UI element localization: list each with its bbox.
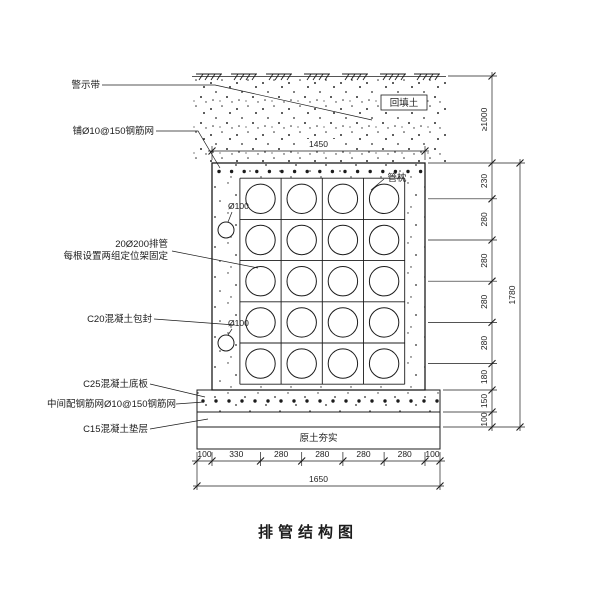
dia100-pipe-lower: [217, 334, 235, 352]
c15-cushion-layer: [196, 411, 441, 428]
dim-right-seg: 280: [479, 336, 489, 350]
dim-right-seg: 280: [479, 253, 489, 267]
dim-text-mask: [297, 139, 340, 150]
encasement-leader: [153, 318, 236, 326]
dim-bottom-seg: 330: [229, 449, 243, 459]
dim-bottom-seg: 280: [274, 449, 288, 459]
label-backfill: 回填土: [390, 97, 419, 109]
dimension-ticks: [193, 72, 524, 490]
label-warning-tape: 警示带: [71, 79, 100, 91]
duct-pipes-leader: [171, 250, 259, 269]
label-duct-pipes: 20Ø200排管: [115, 238, 168, 250]
dim-right-seg: 280: [479, 212, 489, 226]
dia100-lower-leader: [227, 328, 233, 336]
slab-rebar-mesh-dots: [201, 399, 439, 403]
label-positioning-frames: 每根设置两组定位架固定: [63, 250, 168, 262]
backfill-label-box: [380, 94, 428, 111]
dia100-upper-leader: [227, 211, 233, 223]
dim-right-seg: 100: [479, 412, 489, 426]
pipe-positioning-grid: [239, 177, 406, 385]
duct-pipe-circles: [245, 183, 400, 379]
base-slab-leader: [149, 383, 206, 398]
dia100-pipe-upper: [217, 221, 235, 239]
dim-right-seg: 180: [479, 370, 489, 384]
dim-cover-depth: ≥1000: [479, 107, 489, 131]
warning-tape-leader: [102, 84, 373, 121]
label-mid-mesh: 中间配钢筋网Ø10@150钢筋网: [47, 398, 176, 410]
label-dia100-lower: Ø100: [228, 318, 249, 328]
label-pipe-pillow: 管枕: [387, 172, 407, 184]
dim-right-seg: 280: [479, 294, 489, 308]
dim-bottom-total: 1650: [309, 474, 328, 484]
dim-top-width: 1450: [309, 139, 328, 149]
mid-mesh-leader: [175, 401, 205, 405]
ground-hatch-symbols: [196, 73, 440, 81]
cushion-leader: [149, 418, 209, 430]
label-base-slab: C25混凝土底板: [83, 378, 148, 390]
dim-right-seg: 150: [479, 394, 489, 408]
label-cushion: C15混凝土垫层: [83, 423, 148, 435]
dim-bottom-seg: 280: [356, 449, 370, 459]
top-rebar-mesh-dots: [217, 169, 423, 174]
label-dia100-upper: Ø100: [228, 201, 249, 211]
dim-bottom-seg: 100: [197, 449, 211, 459]
dim-right-seg: 230: [479, 174, 489, 188]
label-top-mesh: 铺Ø10@150钢筋网: [73, 125, 154, 137]
pipe-pillow-leader: [370, 178, 385, 191]
drawing-title: 排管结构图: [258, 523, 358, 541]
label-compacted-soil: 原土夯实: [299, 432, 337, 444]
compacted-soil-band: [196, 426, 441, 450]
label-encasement: C20混凝土包封: [87, 313, 152, 325]
dim-right-total: 1780: [507, 285, 517, 304]
dim-bottom-seg: 280: [315, 449, 329, 459]
backfill-soil-area: [192, 77, 446, 163]
top-mesh-leader: [156, 130, 221, 169]
dim-bottom-seg: 100: [425, 449, 439, 459]
dim-bottom-seg: 280: [398, 449, 412, 459]
